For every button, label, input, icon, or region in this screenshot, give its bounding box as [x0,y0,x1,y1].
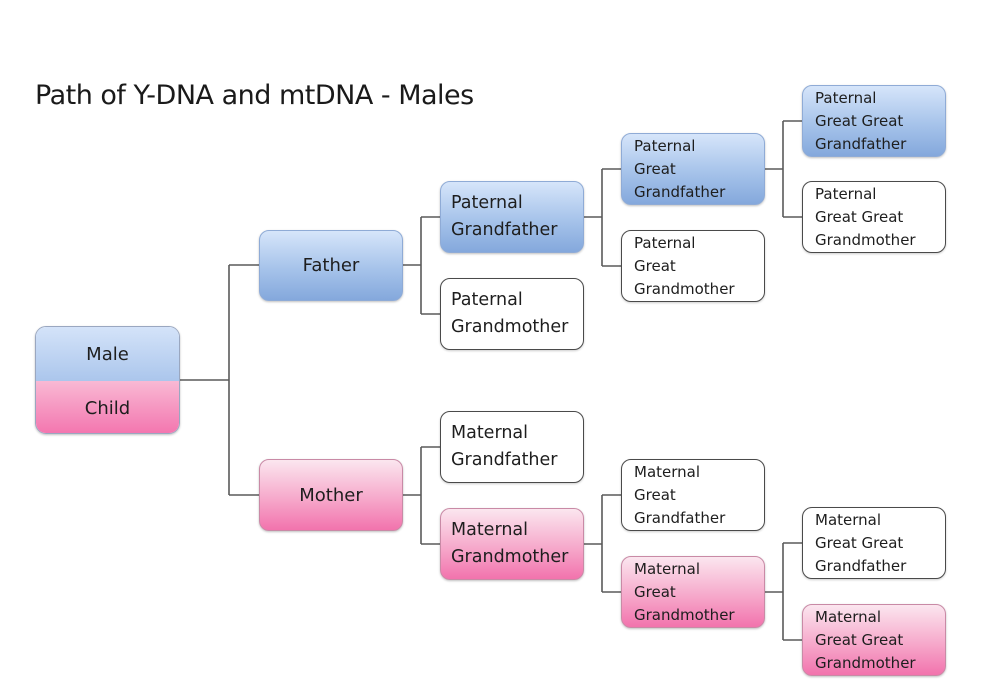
connector-mother-grandparents [403,446,440,545]
node-label: Grandmother [451,547,569,567]
node-label: Maternal [451,520,529,540]
node-label: Maternal [815,607,882,626]
node-label: Great [634,256,676,275]
paternal-great-grandmother-node: Paternal Great Grandmother [621,230,765,302]
node-label: Great Great [815,111,904,130]
node-label: Grandfather [451,450,558,470]
node-label: Mother [299,484,363,506]
child-label: Child [36,381,179,433]
maternal-great-grandmother-node: Maternal Great Grandmother [621,556,765,628]
maternal-gg-grandfather-node: Maternal Great Great Grandfather [802,507,946,579]
node-label: Maternal [815,510,882,529]
node-label: Grandfather [634,182,726,201]
node-label: Grandmother [815,230,916,249]
paternal-grandmother-node: Paternal Grandmother [440,278,584,350]
node-label: Paternal [634,136,696,155]
connector-pggf-parents [765,120,802,218]
node-label: Paternal [451,193,523,213]
node-label: Grandmother [634,279,735,298]
connector-father-grandparents [403,216,440,315]
node-label: Great Great [815,630,904,649]
maternal-grandmother-node: Maternal Grandmother [440,508,584,580]
node-label: Grandfather [451,220,558,240]
node-label: Grandmother [634,605,735,624]
node-label: Grandfather [815,556,907,575]
maternal-grandfather-node: Maternal Grandfather [440,411,584,483]
node-label: Great [634,485,676,504]
maternal-great-grandfather-node: Maternal Great Grandfather [621,459,765,531]
mother-node: Mother [259,459,403,531]
male-label: Male [36,327,179,381]
node-label: Great Great [815,533,904,552]
maternal-gg-grandmother-node: Maternal Great Great Grandmother [802,604,946,676]
node-label: Great [634,582,676,601]
node-label: Maternal [634,462,701,481]
father-node: Father [259,230,403,301]
node-label: Great [634,159,676,178]
connector-pgf-parents [584,168,621,267]
node-label: Paternal [451,290,523,310]
node-label: Grandmother [815,653,916,672]
node-label: Maternal [451,423,529,443]
connector-mggm-parents [765,542,802,641]
node-label: Maternal [634,559,701,578]
node-label: Paternal [634,233,696,252]
node-label: Grandfather [634,508,726,527]
connector-child-parents [180,264,259,496]
node-label: Father [302,255,360,276]
paternal-gg-grandmother-node: Paternal Great Great Grandmother [802,181,946,253]
node-label: Great Great [815,207,904,226]
node-label: Grandfather [815,134,907,153]
paternal-gg-grandfather-node: Paternal Great Great Grandfather [802,85,946,157]
diagram-title: Path of Y-DNA and mtDNA - Males [35,80,474,111]
node-label: Paternal [815,184,877,203]
male-child-node: Male Child [35,326,180,434]
connector-mgm-parents [584,494,621,593]
node-label: Paternal [815,88,877,107]
node-label: Grandmother [451,317,569,337]
paternal-great-grandfather-node: Paternal Great Grandfather [621,133,765,205]
paternal-grandfather-node: Paternal Grandfather [440,181,584,253]
